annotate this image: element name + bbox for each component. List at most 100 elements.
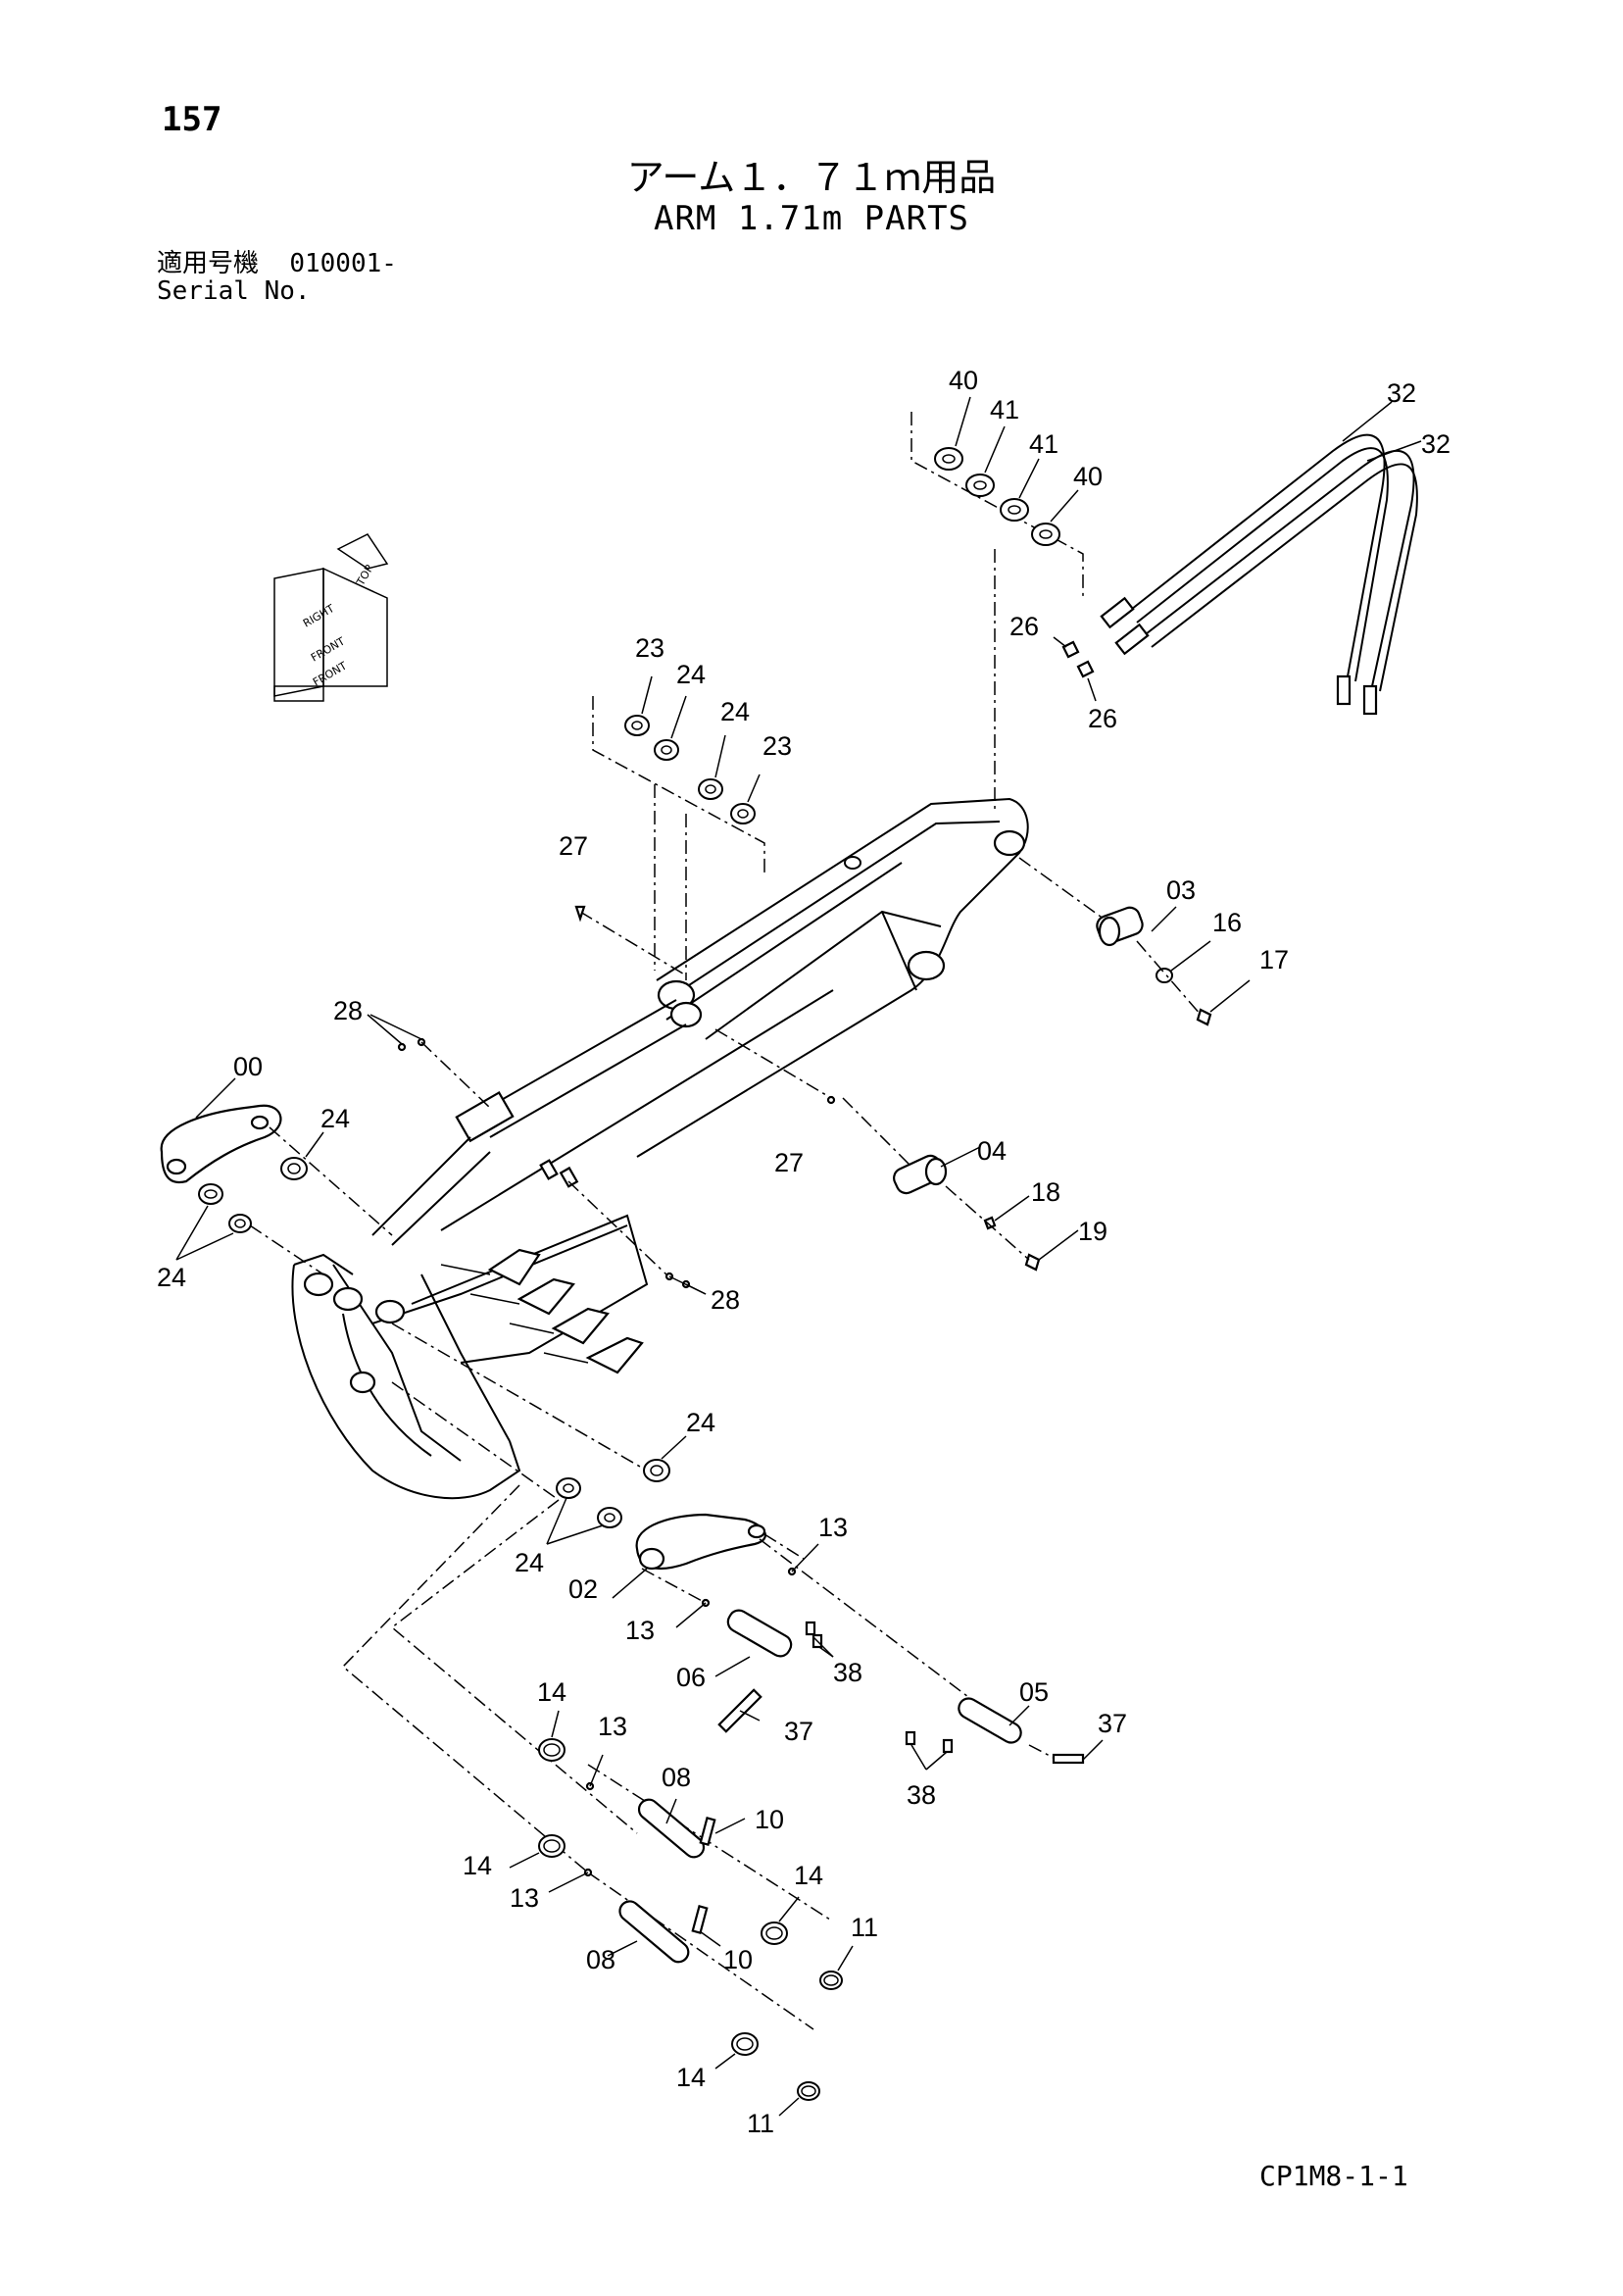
callout-11-upper: 11 xyxy=(851,1913,878,1942)
hose-assembly-32 xyxy=(1100,401,1422,716)
callout-24-right: 24 xyxy=(720,697,750,726)
callout-14-d: 14 xyxy=(676,2063,706,2092)
callout-08-lower: 08 xyxy=(586,1945,615,1974)
bucket-shell xyxy=(291,1264,521,1500)
washer-24-link-00-b xyxy=(228,1214,252,1233)
document-code: CP1M8-1-1 xyxy=(1259,2160,1408,2192)
callout-02: 02 xyxy=(568,1574,598,1604)
pin-05-assembly xyxy=(905,1697,1104,1771)
callout-28-upper: 28 xyxy=(333,996,363,1025)
bolt-37-lower xyxy=(1052,1753,1085,1765)
pin-04-assembly xyxy=(842,1097,1079,1272)
arm-body xyxy=(371,797,1029,1246)
bolt-19 xyxy=(1024,1253,1041,1272)
callout-37-upper: 37 xyxy=(784,1717,813,1746)
hose-fitting-upper xyxy=(1100,596,1135,629)
washer-24-right xyxy=(698,778,723,800)
callout-05: 05 xyxy=(1019,1677,1049,1707)
callout-41-upper: 41 xyxy=(990,395,1019,424)
serial-line-jp: 適用号機 010001- xyxy=(157,250,397,277)
callout-26-lower: 26 xyxy=(1088,704,1117,733)
callout-04: 04 xyxy=(977,1136,1007,1166)
roll-pin-10-upper xyxy=(699,1817,716,1846)
bucket xyxy=(291,1214,649,1500)
callout-41-lower: 41 xyxy=(1029,429,1058,459)
bucket-tooth-3 xyxy=(551,1307,610,1345)
washer-40-lower xyxy=(1031,523,1060,546)
pin-03-assembly xyxy=(1018,857,1251,1026)
washer-41-lower xyxy=(1000,498,1029,522)
callout-14-a: 14 xyxy=(537,1677,566,1707)
callout-24-link-02-upper: 24 xyxy=(686,1408,715,1437)
callout-13-upper-right: 13 xyxy=(818,1513,848,1542)
callout-24-left: 24 xyxy=(676,660,706,689)
callout-08-upper: 08 xyxy=(662,1763,691,1792)
link-02-assembly xyxy=(391,1323,819,1599)
pin-05 xyxy=(958,1697,1022,1744)
pin-06 xyxy=(726,1609,793,1658)
serial-value: 010001- xyxy=(289,249,397,278)
bucket-tooth-1 xyxy=(487,1248,541,1286)
alignment-lines xyxy=(341,1484,834,2030)
hose-end-fitting-a xyxy=(1336,674,1352,706)
washer-group-40-41 xyxy=(910,396,1084,814)
callout-17: 17 xyxy=(1259,945,1289,974)
callout-24-link-00-left: 24 xyxy=(157,1263,186,1292)
callout-24-link-02-lower: 24 xyxy=(515,1548,544,1577)
callout-38-upper: 38 xyxy=(833,1658,862,1687)
serial-label-en: Serial No. xyxy=(157,276,311,306)
washer-24-link-02-a xyxy=(556,1477,581,1499)
callout-32-upper: 32 xyxy=(1387,378,1416,408)
callout-24-link-00-right: 24 xyxy=(320,1104,350,1133)
pin-27 xyxy=(574,905,836,1105)
orientation-compass: TOP RIGHT FRONT FRONT xyxy=(273,533,389,702)
page-number: 157 xyxy=(162,100,222,139)
callout-labels: 40 41 41 40 32 32 26 26 23 24 24 23 27 2… xyxy=(157,366,1451,2138)
callout-11-lower: 11 xyxy=(747,2109,774,2138)
serial-info: 適用号機 010001- Serial No. xyxy=(157,250,397,305)
callout-40-lower: 40 xyxy=(1073,462,1103,491)
ring-14-d xyxy=(731,2032,759,2056)
callout-14-c: 14 xyxy=(794,1861,823,1890)
washer-40-upper xyxy=(934,447,963,471)
pin-08-lower xyxy=(618,1900,690,1964)
pin-08-upper xyxy=(637,1798,706,1859)
title-english: ARM 1.71m PARTS xyxy=(653,199,970,238)
washer-24-link-00-a xyxy=(198,1183,223,1205)
roll-pin-10-lower xyxy=(691,1905,709,1934)
title-japanese: アーム１．７１ｍ用品 xyxy=(626,156,997,199)
washer-41-upper xyxy=(965,474,995,497)
link-00 xyxy=(160,1077,393,1275)
callout-37-lower: 37 xyxy=(1098,1709,1127,1738)
callout-06: 06 xyxy=(676,1663,706,1692)
washer-24-link-02-b xyxy=(597,1507,622,1528)
hose-fitting-lower xyxy=(1114,623,1150,656)
washer-23-right xyxy=(730,803,756,824)
washer-24-link-02-upper xyxy=(643,1459,670,1482)
compass-label-right: RIGHT xyxy=(301,602,337,630)
callout-10-upper: 10 xyxy=(755,1805,784,1834)
callout-26-upper: 26 xyxy=(1009,612,1039,641)
fitting-26 xyxy=(1053,636,1097,702)
washer-18 xyxy=(983,1216,997,1230)
arm-cylinder-rod xyxy=(455,1091,515,1143)
grease-fitting-28 xyxy=(367,1014,707,1295)
washer-16 xyxy=(1156,968,1173,983)
callout-28-lower: 28 xyxy=(711,1285,740,1315)
callout-13-lower: 13 xyxy=(510,1883,539,1913)
callout-00: 00 xyxy=(233,1052,263,1081)
callout-16: 16 xyxy=(1212,908,1242,937)
callout-27-upper: 27 xyxy=(559,831,588,861)
callout-40-upper: 40 xyxy=(949,366,978,395)
serial-label-jp: 適用号機 xyxy=(157,249,260,278)
washer-24-left xyxy=(654,739,679,761)
washer-24-link-00-right xyxy=(280,1157,308,1180)
callout-14-b: 14 xyxy=(463,1851,492,1880)
washer-group-23-24 xyxy=(592,675,765,980)
snap-ring-11-a xyxy=(819,1971,843,1990)
bolt-17 xyxy=(1196,1008,1212,1026)
compass-label-front-b: FRONT xyxy=(311,659,349,688)
callout-03: 03 xyxy=(1166,875,1196,905)
link-02-body xyxy=(635,1513,766,1571)
